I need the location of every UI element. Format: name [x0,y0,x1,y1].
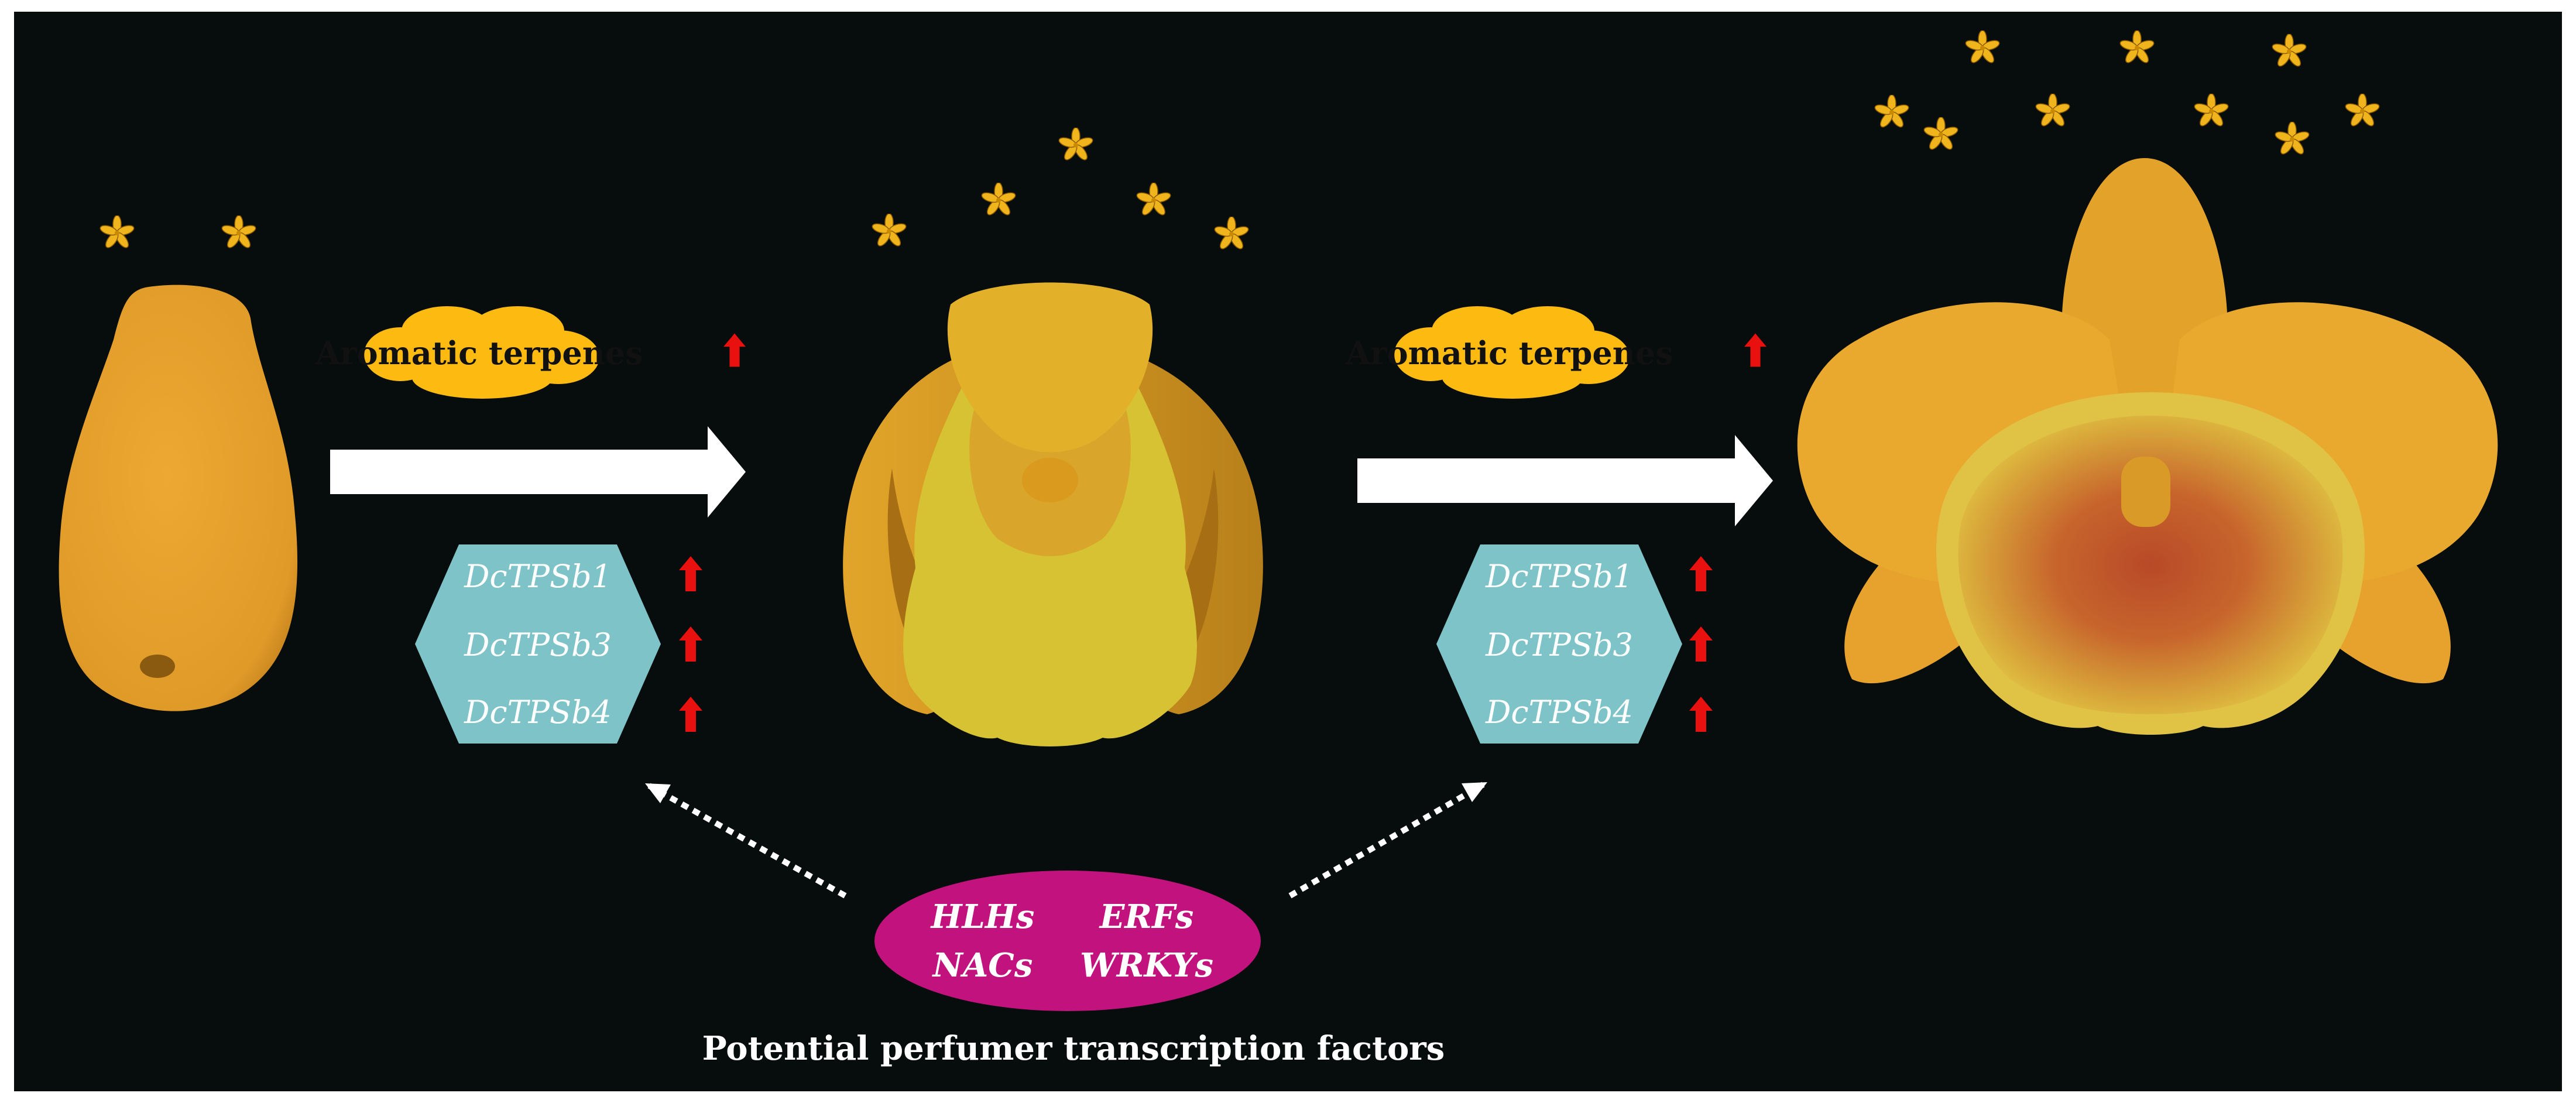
dorsal-sepal [947,282,1153,453]
up-arrow-icon [1689,697,1713,732]
product-cloud-1: Aromatic terpenes [315,306,643,399]
transition-1: Aromatic terpenes DcTPSb1 DcTPSb3 DcTPSb… [315,306,746,744]
dotted-arrow-icon [647,783,847,899]
lower-petal [1844,539,1992,684]
gene-label: DcTPSb1 [1485,558,1633,595]
up-arrow-icon [679,697,702,732]
gene-hexagon-2: DcTPSb1 DcTPSb3 DcTPSb4 [1436,544,1682,744]
star-flower-icon [981,183,1016,218]
scent-stars-stage-1 [100,215,256,251]
up-arrow-icon [1689,626,1713,662]
product-label: Aromatic terpenes [1345,334,1673,372]
gene-label: DcTPSb1 [464,558,612,595]
factor-caption: Potential perfumer transcription factors [702,1029,1445,1068]
factor-label: HLHs [930,898,1035,936]
gene-label: DcTPSb4 [464,694,612,731]
full-bloom-stage [1797,30,2498,735]
column [1022,458,1078,502]
up-arrow-icon [723,333,746,367]
star-flower-icon [1214,217,1249,252]
star-flower-icon [1923,117,1958,152]
dotted-arrow-icon [1288,782,1485,899]
scent-stars-stage-2 [872,128,1249,252]
up-arrow-icon [1689,556,1713,591]
product-label: Aromatic terpenes [315,334,643,372]
star-flower-icon [2345,94,2380,129]
star-flower-icon [2119,30,2155,66]
gene-hexagon-1: DcTPSb1 DcTPSb3 DcTPSb4 [415,544,661,744]
up-arrow-icon [679,556,702,591]
factor-ellipse [874,871,1261,1011]
product-cloud-2: Aromatic terpenes [1345,306,1673,399]
dotted-arrow-head [1462,782,1487,802]
transcription-factor-node: HLHs ERFs NACs WRKYs Potential perfumer … [645,782,1487,1068]
bud-stage [59,215,298,711]
factor-label: NACs [932,946,1033,985]
up-arrow-icon [1744,333,1767,367]
star-flower-icon [2035,94,2070,129]
star-flower-icon [1058,128,1093,163]
diagram-svg: Aromatic terpenes DcTPSb1 DcTPSb3 DcTPSb… [59,30,2498,1068]
factor-label: WRKYs [1080,946,1213,985]
flower-bud [59,285,298,711]
star-flower-icon [100,215,135,251]
gene-label: DcTPSb3 [464,626,612,663]
star-flower-icon [221,215,256,251]
right-arrow-icon [330,426,746,518]
bud-tip [140,655,175,678]
column [2121,457,2170,527]
dotted-arrow-head [645,783,671,803]
star-flower-icon [2275,122,2310,157]
star-flower-icon [2272,34,2307,69]
up-arrow-icon [679,626,702,662]
star-flower-icon [1136,183,1171,218]
transition-2: Aromatic terpenes DcTPSb1 DcTPSb3 DcTPSb… [1345,306,1773,744]
star-flower-icon [1874,95,1909,130]
gene-label: DcTPSb4 [1485,694,1633,731]
gene-label: DcTPSb3 [1485,626,1633,663]
factor-label: ERFs [1099,898,1194,936]
half-open-flower-stage [843,128,1263,746]
star-flower-icon [2194,94,2229,129]
star-flower-icon [872,214,907,249]
right-arrow-icon [1357,435,1773,526]
star-flower-icon [1965,30,2000,66]
scent-stars-stage-3 [1874,30,2380,157]
diagram-canvas: Aromatic terpenes DcTPSb1 DcTPSb3 DcTPSb… [14,12,2562,1091]
